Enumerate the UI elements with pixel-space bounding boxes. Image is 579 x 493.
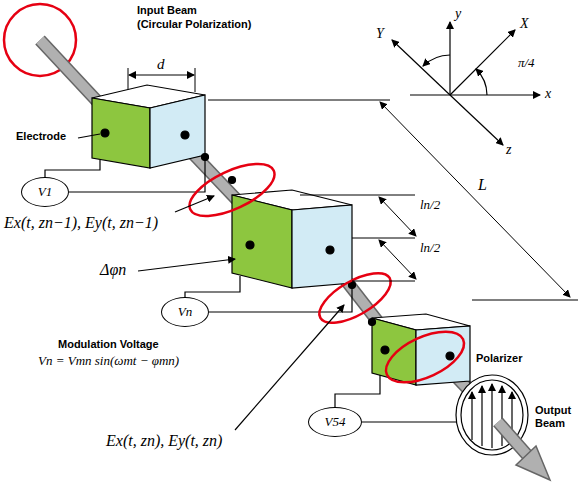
polarizer xyxy=(456,375,528,455)
electrode-wire xyxy=(209,283,352,312)
leader-line xyxy=(78,134,344,430)
electrode-wire xyxy=(185,276,240,297)
dimension-d xyxy=(195,68,196,92)
crystal xyxy=(181,131,189,139)
polarizer xyxy=(481,386,482,446)
crystal xyxy=(369,319,376,326)
polarization-ellipse xyxy=(312,263,398,332)
leader-line xyxy=(175,196,214,212)
voltage-name: Vn xyxy=(178,304,192,320)
leader-line xyxy=(78,134,100,138)
polarizer xyxy=(456,375,528,455)
coordinate-axes xyxy=(449,22,450,95)
voltage-source: V1 xyxy=(21,177,69,207)
output-beam-rod xyxy=(516,446,550,480)
voltage-name: V54 xyxy=(325,414,346,430)
dimension-l xyxy=(379,197,416,236)
dimension-l xyxy=(352,238,415,239)
crystal xyxy=(229,177,356,289)
output-beam-rod xyxy=(498,422,528,456)
angle-label: π/4 xyxy=(518,56,535,71)
crystal xyxy=(446,352,454,360)
dimension-l xyxy=(208,100,390,101)
voltage-name: V1 xyxy=(38,184,52,200)
crystal xyxy=(150,95,205,168)
coordinate-axes xyxy=(450,30,515,95)
voltage-source: V54 xyxy=(308,407,362,437)
dimension-label: ln/2 xyxy=(420,198,440,213)
axis-label: y xyxy=(455,6,461,22)
crystal xyxy=(229,177,236,184)
part-label: Polarizer xyxy=(476,352,522,365)
axis-label: z xyxy=(506,142,511,158)
crystal xyxy=(326,246,334,254)
dimension-l xyxy=(352,281,415,282)
crystal xyxy=(246,241,254,249)
crystal xyxy=(232,195,292,288)
voltage-formula: Vn = Vmn sin(ωmt − φmn) xyxy=(38,354,179,369)
crystal xyxy=(292,205,352,288)
axis-label: x xyxy=(545,86,551,102)
polarizer xyxy=(471,392,472,440)
crystal xyxy=(92,85,209,168)
polarizer xyxy=(501,386,502,446)
crystal xyxy=(372,318,416,385)
part-label: Electrode xyxy=(16,130,66,143)
coordinate-axes xyxy=(410,94,540,95)
axis-label: X xyxy=(520,16,529,32)
electrode-wire xyxy=(362,381,470,422)
output-beam-rod xyxy=(498,422,550,480)
polarization-ellipse xyxy=(182,153,281,226)
crystal xyxy=(92,98,150,168)
dimension-d xyxy=(129,75,194,76)
dimension-l xyxy=(379,240,416,279)
field-label: Ex(t, zn), Ey(t, zn) xyxy=(106,432,222,450)
dimension-label: L xyxy=(478,176,487,194)
coordinate-axes xyxy=(392,40,450,95)
phase-label: Δφn xyxy=(100,261,126,279)
output-beam-rod xyxy=(498,422,528,456)
electrode-wire xyxy=(335,375,380,407)
beam-label: (Circular Polarization) xyxy=(137,18,251,31)
dimension-d xyxy=(128,68,129,90)
beam-label: Input Beam xyxy=(137,4,197,17)
crystal xyxy=(369,314,471,385)
crystal xyxy=(381,346,389,354)
coordinate-axes xyxy=(423,55,450,66)
part-label: Output Beam xyxy=(535,404,575,429)
field-label: Ex(t, zn−1), Ey(t, zn−1) xyxy=(4,214,158,232)
leader-line xyxy=(138,259,235,271)
crystal xyxy=(101,129,109,137)
crystal xyxy=(202,154,209,161)
coordinate-axes xyxy=(392,22,540,145)
coordinate-axes xyxy=(450,95,503,145)
coordinate-axes xyxy=(476,69,487,95)
dimension-l xyxy=(300,195,415,196)
voltage-source: Vn xyxy=(161,297,209,327)
polarization-ellipse xyxy=(378,321,471,393)
dimension-l xyxy=(472,300,578,301)
polarization-ellipse xyxy=(182,153,471,393)
polarizer xyxy=(491,384,492,448)
dimension-label: d xyxy=(157,56,165,73)
dimension-l xyxy=(208,100,578,300)
dimension-label: ln/2 xyxy=(420,241,440,256)
part-label: Modulation Voltage xyxy=(58,338,159,351)
axis-label: Y xyxy=(376,26,384,42)
electrode-wire xyxy=(45,160,100,177)
dimension-l xyxy=(380,102,570,297)
